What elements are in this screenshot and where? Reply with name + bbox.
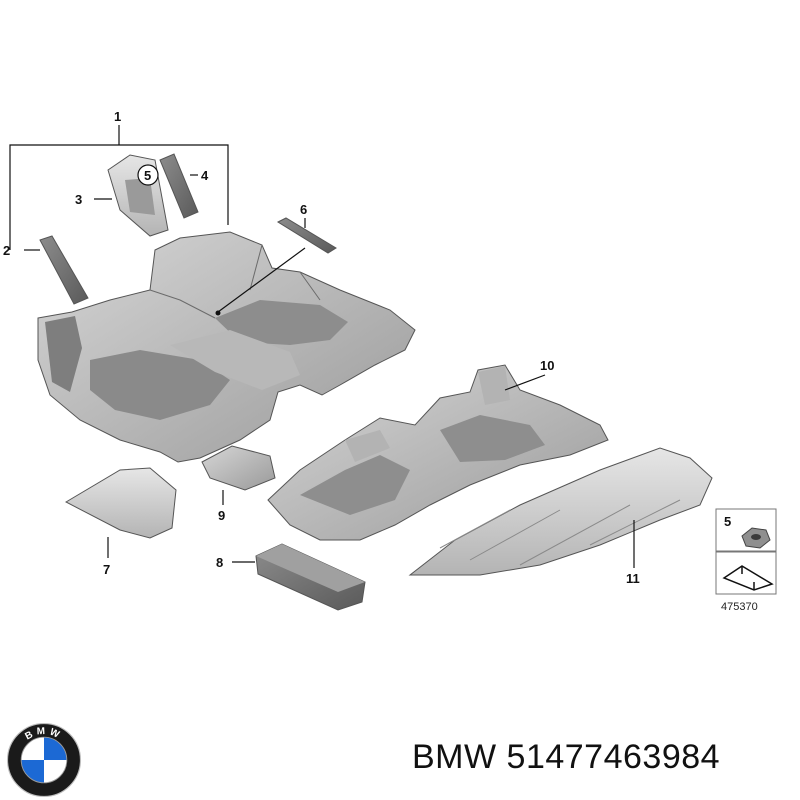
front-floor-carpet [37, 231, 416, 463]
part-2-insulation-strip [39, 235, 89, 305]
reference-code: 475370 [721, 601, 758, 613]
bmw-logo: BMW BMW [6, 722, 82, 798]
part-4-insulation-strip [159, 153, 199, 219]
rear-floor-carpet [267, 364, 609, 541]
callout-7: 7 [103, 562, 110, 577]
part-11-floor-panel [408, 447, 713, 576]
callout-5-circle [137, 164, 159, 186]
part-9-block [201, 445, 276, 491]
callout-10: 10 [540, 358, 554, 373]
part-7-panel [64, 467, 177, 539]
callout-11: 11 [626, 571, 640, 586]
part-6-insulation-bar [276, 217, 337, 254]
callout-1: 1 [114, 109, 121, 124]
callout-5: 5 [144, 168, 151, 183]
leader-lines [9, 125, 635, 568]
legend-box: 5 475370 [715, 508, 777, 613]
callout-3: 3 [75, 192, 82, 207]
part-8-block [255, 543, 366, 611]
callout-8: 8 [216, 555, 223, 570]
callout-2: 2 [3, 243, 10, 258]
part-number: 51477463984 [506, 738, 721, 776]
legend-callout-5: 5 [724, 514, 731, 529]
nut-icon [741, 527, 771, 549]
callout-4: 4 [201, 168, 209, 183]
callout-6: 6 [300, 202, 307, 217]
part-3-footrest [107, 154, 169, 237]
symbol-icon [722, 565, 774, 591]
part-caption: BMW 51477463984 [412, 738, 720, 777]
brand-name: BMW [412, 738, 497, 776]
callout-9: 9 [218, 508, 225, 523]
